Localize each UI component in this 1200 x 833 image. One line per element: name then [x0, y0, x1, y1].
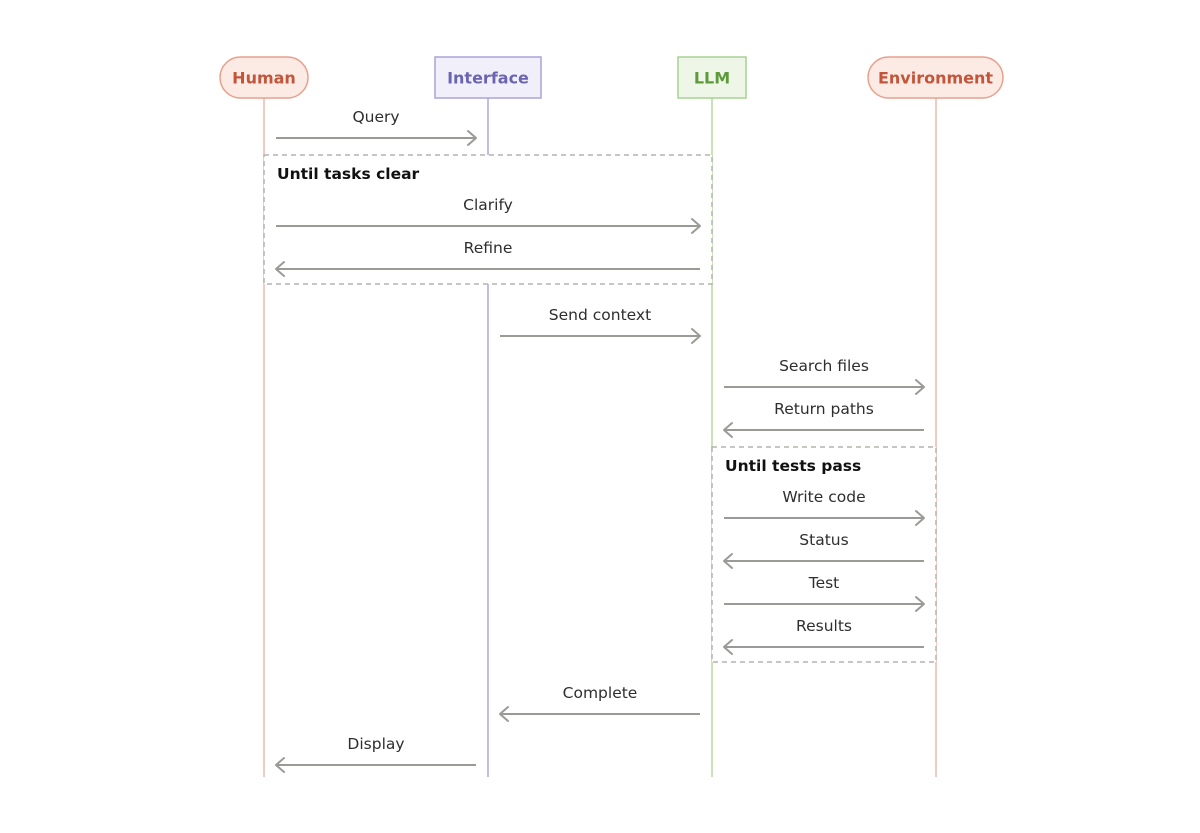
participant-interface: Interface: [434, 56, 542, 99]
message-label: Test: [808, 574, 840, 592]
participant-label: Environment: [878, 69, 993, 88]
message-status: Status: [723, 531, 924, 569]
message-return-paths: Return paths: [723, 400, 924, 438]
arrowhead-icon: [723, 422, 733, 438]
message-label: Return paths: [774, 400, 874, 418]
message-search-files: Search files: [724, 357, 925, 395]
arrowhead-icon: [723, 639, 733, 655]
message-label: Display: [347, 735, 404, 753]
arrowhead-icon: [275, 261, 285, 277]
arrowhead-icon: [915, 596, 925, 612]
participant-human: Human: [219, 56, 309, 99]
arrowhead-icon: [499, 706, 509, 722]
message-label: Refine: [464, 239, 513, 257]
participant-label: Interface: [447, 69, 529, 88]
message-label: Search files: [779, 357, 869, 375]
arrowhead-icon: [691, 218, 701, 234]
participant-box: [219, 56, 309, 99]
participant-llm: LLM: [677, 56, 747, 99]
loop-frame-label: Until tasks clear: [277, 165, 420, 183]
participant-box: [867, 56, 1004, 99]
arrowhead-icon: [723, 553, 733, 569]
arrowhead-icon: [691, 328, 701, 344]
arrowhead-icon: [915, 379, 925, 395]
loop-frame-until-tasks-clear: Until tasks clear: [263, 154, 713, 285]
message-label: Status: [799, 531, 848, 549]
arrowhead-icon: [467, 130, 477, 146]
arrowhead-icon: [915, 510, 925, 526]
message-label: Complete: [563, 684, 638, 702]
message-results: Results: [723, 617, 924, 655]
loop-frame-label: Until tests pass: [725, 457, 861, 475]
message-send-context: Send context: [500, 306, 701, 344]
message-label: Results: [796, 617, 852, 635]
message-test: Test: [724, 574, 925, 612]
message-clarify: Clarify: [276, 196, 701, 234]
participant-label: Human: [232, 69, 296, 88]
message-write-code: Write code: [724, 488, 925, 526]
message-label: Send context: [549, 306, 651, 324]
message-label: Query: [352, 108, 399, 126]
message-label: Clarify: [463, 196, 513, 214]
message-refine: Refine: [275, 239, 700, 277]
message-label: Write code: [782, 488, 865, 506]
participant-label: LLM: [694, 69, 730, 88]
loop-frame-border: [711, 446, 937, 663]
loop-frame-until-tests-pass: Until tests pass: [711, 446, 937, 663]
arrowhead-icon: [275, 757, 285, 773]
participant-box: [677, 56, 747, 99]
loop-frame-border: [263, 154, 713, 285]
participant-environment: Environment: [867, 56, 1004, 99]
participant-box: [434, 56, 542, 99]
message-query: Query: [276, 108, 477, 146]
message-display: Display: [275, 735, 476, 773]
message-complete: Complete: [499, 684, 700, 722]
